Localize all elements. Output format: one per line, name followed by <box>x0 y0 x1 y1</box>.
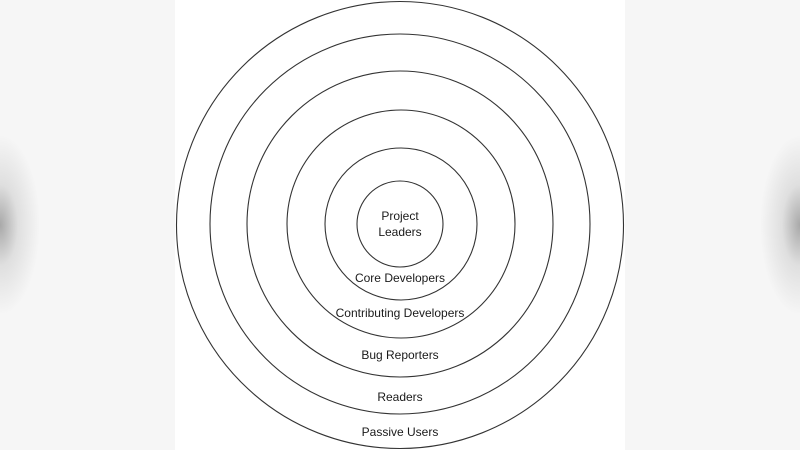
label-project-leaders-line1: Project <box>381 209 419 223</box>
left-backdrop <box>0 0 175 450</box>
label-passive-users: Passive Users <box>361 425 439 439</box>
ring-contributing-developers <box>286 109 516 339</box>
ring-bug-reporters <box>246 70 554 378</box>
ring-core-developers <box>324 147 478 301</box>
ring-passive-users <box>175 0 625 450</box>
concentric-rings <box>175 0 625 450</box>
ring-readers <box>209 33 591 415</box>
label-project-leaders: Project Leaders <box>250 208 550 240</box>
label-bug-reporters: Bug Reporters <box>361 348 439 362</box>
label-project-leaders-line2: Leaders <box>378 225 422 239</box>
right-backdrop <box>625 0 800 450</box>
onion-diagram: Project Leaders Core Developers Contribu… <box>175 0 625 450</box>
label-readers: Readers <box>377 390 423 404</box>
label-contributing-developers: Contributing Developers <box>335 306 465 320</box>
label-core-developers: Core Developers <box>354 271 446 285</box>
ring-project-leaders <box>356 180 444 268</box>
